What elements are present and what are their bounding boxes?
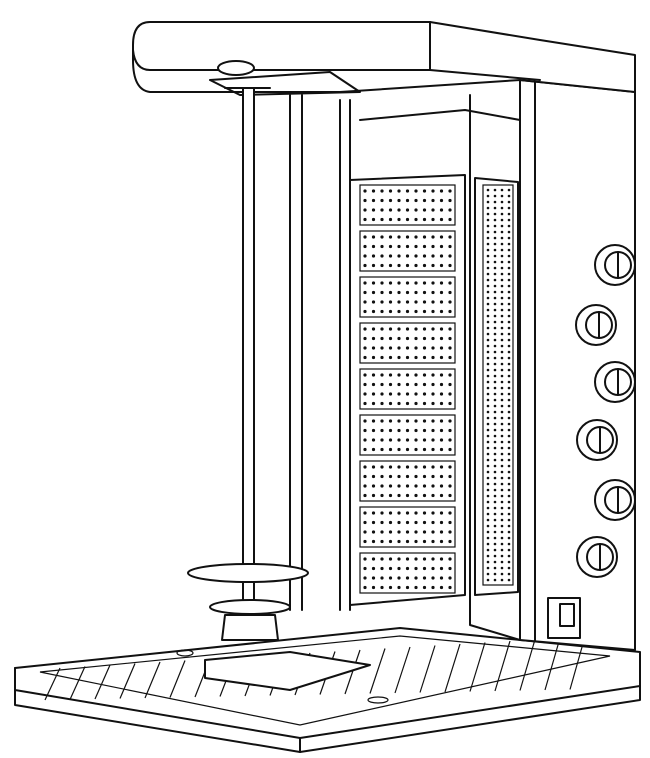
spit-disc-upper [187, 563, 309, 583]
control-knob[interactable] [594, 361, 636, 403]
control-knob[interactable] [594, 244, 636, 286]
control-knob[interactable] [576, 536, 618, 578]
burner-cell [359, 276, 456, 318]
burner-cell [359, 552, 456, 594]
burner-panel-right [474, 177, 519, 596]
burner-cell [359, 414, 456, 456]
burner-cell [359, 230, 456, 272]
burner-cell [359, 506, 456, 548]
top-canopy [132, 21, 636, 96]
spit-disc-lower [209, 599, 291, 615]
spit [187, 60, 309, 641]
control-knob[interactable] [576, 419, 618, 461]
burner-cell [359, 460, 456, 502]
drain-hole [176, 649, 194, 657]
spit-base [221, 614, 279, 641]
burner-panel-left [349, 174, 466, 606]
drain-opening [204, 651, 371, 691]
burner-cell [359, 184, 456, 226]
drip-tray [14, 627, 641, 753]
burner-cell [359, 322, 456, 364]
control-knob[interactable] [594, 479, 636, 521]
spit-motor [217, 60, 255, 76]
power-switch[interactable] [547, 597, 581, 639]
drain-hole [367, 696, 389, 704]
control-knobs [575, 244, 636, 578]
burner-cell [359, 368, 456, 410]
control-knob[interactable] [575, 304, 617, 346]
